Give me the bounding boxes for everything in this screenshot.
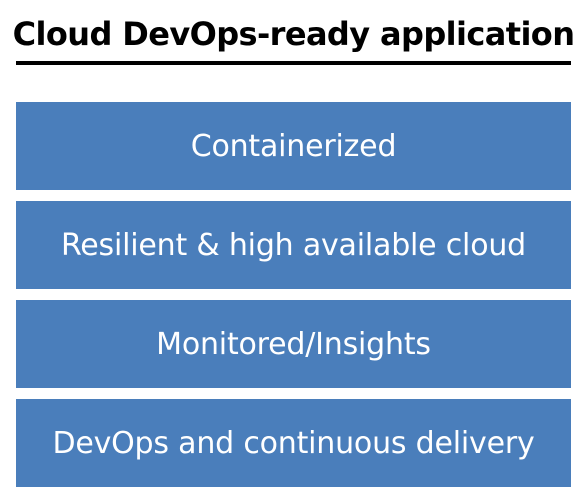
layer-devops-delivery: DevOps and continuous delivery (16, 399, 571, 487)
title-underline (16, 61, 571, 65)
layer-label: Monitored/Insights (156, 326, 431, 362)
layer-monitored-insights: Monitored/Insights (16, 300, 571, 388)
layer-label: DevOps and continuous delivery (52, 425, 535, 461)
layer-containerized: Containerized (16, 102, 571, 190)
layer-stack: Containerized Resilient & high available… (16, 102, 571, 487)
layer-label: Resilient & high available cloud (60, 227, 527, 263)
diagram-title: Cloud DevOps-ready application (12, 15, 575, 53)
layer-label: Containerized (190, 128, 397, 164)
layer-resilient-cloud: Resilient & high available cloud (16, 201, 571, 289)
